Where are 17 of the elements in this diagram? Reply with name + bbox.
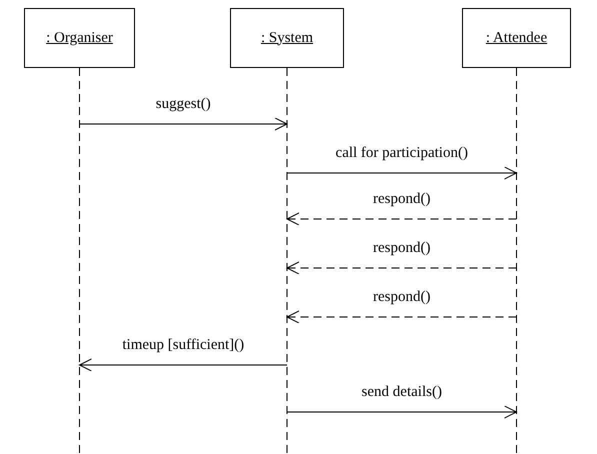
- message-label: send details(): [362, 384, 442, 401]
- message-label: timeup [sufficient](): [122, 337, 244, 354]
- participant-name: : Organiser: [46, 30, 113, 46]
- message-label: respond(): [373, 289, 430, 306]
- message-arrow: [286, 166, 517, 180]
- participant-name: : System: [260, 30, 314, 46]
- message-label: respond(): [373, 191, 430, 208]
- message-arrow: [286, 310, 517, 324]
- message-label: respond(): [373, 240, 430, 257]
- message-arrow: [286, 212, 517, 226]
- message-arrow: [286, 406, 517, 418]
- message-label: suggest(): [156, 96, 211, 113]
- message-arrow: [286, 262, 517, 274]
- message-arrow: [79, 358, 288, 372]
- message-arrow: [79, 118, 288, 130]
- message-label: call for participation(): [336, 145, 468, 162]
- participant-name: : Attendee: [486, 30, 548, 46]
